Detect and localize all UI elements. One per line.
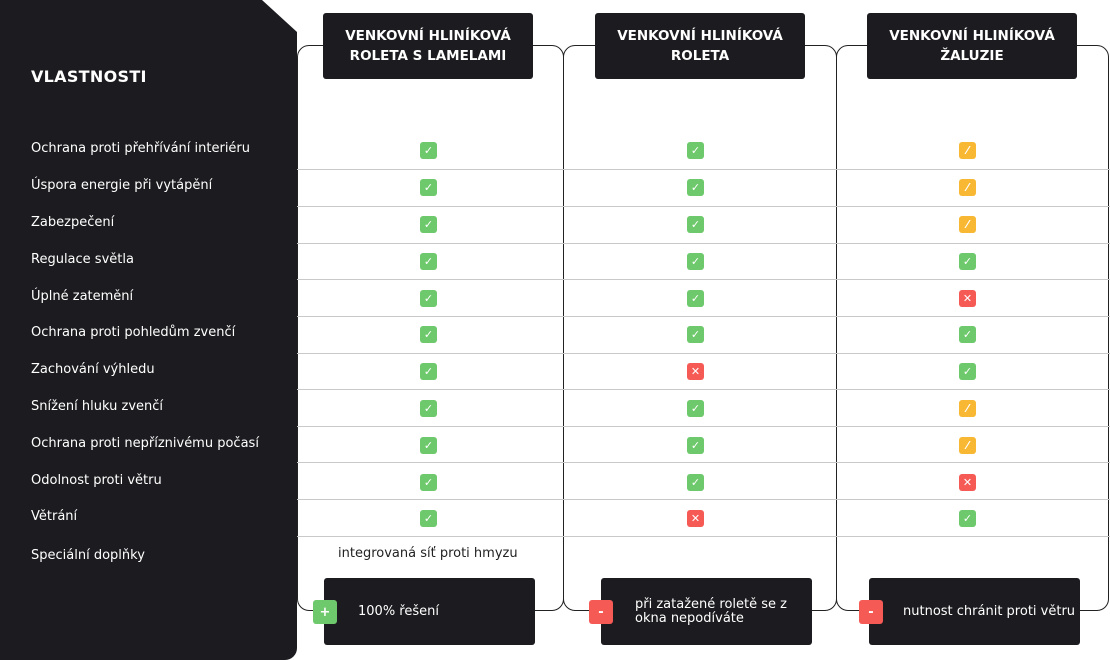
plus-badge-icon: + xyxy=(313,600,337,624)
check-icon: ✓ xyxy=(959,253,976,270)
row-label: Regulace světla xyxy=(31,252,134,267)
check-icon: ✓ xyxy=(687,142,704,159)
column-note: 100% řešení xyxy=(324,578,535,645)
row-divider xyxy=(30,206,1110,207)
cross-icon: ✕ xyxy=(959,474,976,491)
row-divider xyxy=(30,279,1110,280)
column-note: při zatažené roletě se z okna nepodíváte xyxy=(601,578,812,645)
row-divider xyxy=(30,243,1110,244)
check-icon: ✓ xyxy=(959,326,976,343)
check-icon: ✓ xyxy=(687,437,704,454)
row-label: Snížení hluku zvenčí xyxy=(31,399,164,414)
check-icon: ✓ xyxy=(420,510,437,527)
column-header: VENKOVNÍ HLINÍKOVÁ ROLETA S LAMELAMI xyxy=(323,13,533,79)
row-label: Úspora energie při vytápění xyxy=(31,178,213,193)
check-icon: ✓ xyxy=(420,142,437,159)
row-divider xyxy=(30,316,1110,317)
partial-icon: ⁄ xyxy=(959,179,976,196)
row-label: Odolnost proti větru xyxy=(31,473,162,488)
row-divider xyxy=(30,499,1110,500)
check-icon: ✓ xyxy=(420,326,437,343)
check-icon: ✓ xyxy=(420,474,437,491)
special-label: Speciální doplňky xyxy=(31,548,145,563)
minus-badge-icon: - xyxy=(859,600,883,624)
row-divider xyxy=(30,169,1110,170)
minus-badge-icon: - xyxy=(589,600,613,624)
row-label: Ochrana proti přehřívání interiéru xyxy=(31,141,251,156)
check-icon: ✓ xyxy=(420,253,437,270)
partial-icon: ⁄ xyxy=(959,437,976,454)
check-icon: ✓ xyxy=(687,400,704,417)
check-icon: ✓ xyxy=(420,216,437,233)
check-icon: ✓ xyxy=(420,400,437,417)
row-label: Zachování výhledu xyxy=(31,362,155,377)
row-label: Zabezpečení xyxy=(31,215,115,230)
check-icon: ✓ xyxy=(687,290,704,307)
column-header: VENKOVNÍ HLINÍKOVÁ ROLETA xyxy=(595,13,805,79)
check-icon: ✓ xyxy=(687,179,704,196)
check-icon: ✓ xyxy=(420,363,437,380)
row-divider xyxy=(30,353,1110,354)
row-label: Větrání xyxy=(31,509,78,524)
check-icon: ✓ xyxy=(687,253,704,270)
properties-panel xyxy=(0,0,297,660)
row-divider xyxy=(30,389,1110,390)
check-icon: ✓ xyxy=(687,326,704,343)
check-icon: ✓ xyxy=(959,510,976,527)
check-icon: ✓ xyxy=(420,179,437,196)
row-label: Úplné zatemění xyxy=(31,289,134,304)
partial-icon: ⁄ xyxy=(959,142,976,159)
row-divider xyxy=(30,426,1110,427)
check-icon: ✓ xyxy=(959,363,976,380)
partial-icon: ⁄ xyxy=(959,216,976,233)
cross-icon: ✕ xyxy=(959,290,976,307)
column-header: VENKOVNÍ HLINÍKOVÁ ŽALUZIE xyxy=(867,13,1077,79)
check-icon: ✓ xyxy=(687,474,704,491)
row-label: Ochrana proti pohledům zvenčí xyxy=(31,325,236,340)
partial-icon: ⁄ xyxy=(959,400,976,417)
cross-icon: ✕ xyxy=(687,363,704,380)
check-icon: ✓ xyxy=(420,290,437,307)
row-label: Ochrana proti nepříznivému počasí xyxy=(31,436,259,451)
row-divider xyxy=(30,536,1110,537)
column-note: nutnost chránit proti větru xyxy=(869,578,1080,645)
check-icon: ✓ xyxy=(687,216,704,233)
special-extra: integrovaná síť proti hmyzu xyxy=(338,546,518,561)
row-divider xyxy=(30,462,1110,463)
properties-heading: VLASTNOSTI xyxy=(31,67,147,86)
check-icon: ✓ xyxy=(420,437,437,454)
cross-icon: ✕ xyxy=(687,510,704,527)
